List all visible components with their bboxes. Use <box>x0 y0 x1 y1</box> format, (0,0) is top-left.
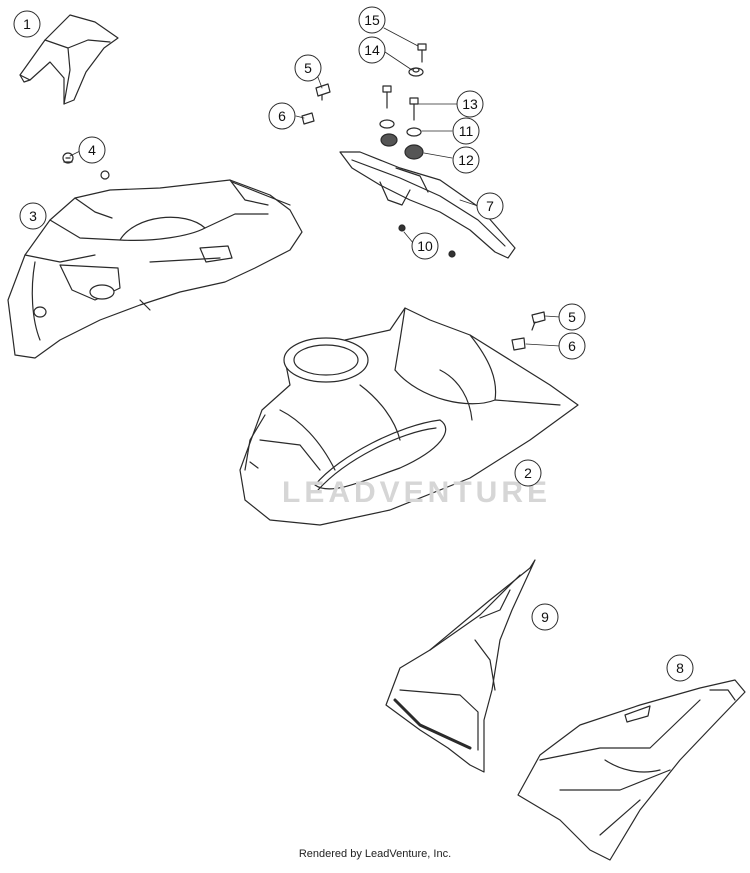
part-12-rubber-mounts <box>380 133 424 160</box>
part-8-lower-panel <box>517 679 746 861</box>
callout-3: 3 <box>29 208 37 224</box>
callout-2: 2 <box>524 465 532 481</box>
callout-8: 8 <box>676 660 684 676</box>
part-3-front-fairing <box>7 179 303 359</box>
part-14-grommet <box>408 67 424 77</box>
callout-1: 1 <box>23 16 31 32</box>
callout-10: 10 <box>417 238 433 254</box>
part-1-cowl <box>19 14 119 105</box>
callout-6-lower: 6 <box>568 338 576 354</box>
watermark: LEADVENTURE <box>282 476 551 509</box>
part-15-bolt <box>417 43 427 63</box>
part-5-rivet-lower <box>531 311 546 331</box>
callout-11: 11 <box>459 123 474 139</box>
part-5-rivet-upper <box>315 83 331 101</box>
footer-credit: Rendered by LeadVenture, Inc. <box>298 848 452 860</box>
part-9-inner-panel <box>385 559 536 773</box>
callout-7: 7 <box>486 198 494 214</box>
part-10-screws <box>398 224 456 258</box>
part-11-washers <box>379 119 422 137</box>
callout-5-upper: 5 <box>304 60 312 76</box>
callout-4: 4 <box>88 142 96 158</box>
part-2-side-fairing <box>239 307 579 526</box>
callout-6-upper: 6 <box>278 108 286 124</box>
part-6-clip-lower <box>511 337 526 351</box>
callout-13: 13 <box>462 96 478 112</box>
callout-15: 15 <box>364 12 380 28</box>
part-7-bracket <box>339 151 516 259</box>
callout-5-lower: 5 <box>568 309 576 325</box>
callout-labels: 1 4 3 5 6 15 14 13 11 12 7 10 5 6 2 9 8 <box>23 12 684 676</box>
part-6-clip-upper <box>301 112 315 125</box>
part-13-bolts <box>382 85 419 121</box>
callout-14: 14 <box>364 42 380 58</box>
callout-12: 12 <box>458 152 474 168</box>
callouts <box>13 6 694 682</box>
callout-9: 9 <box>541 609 549 625</box>
